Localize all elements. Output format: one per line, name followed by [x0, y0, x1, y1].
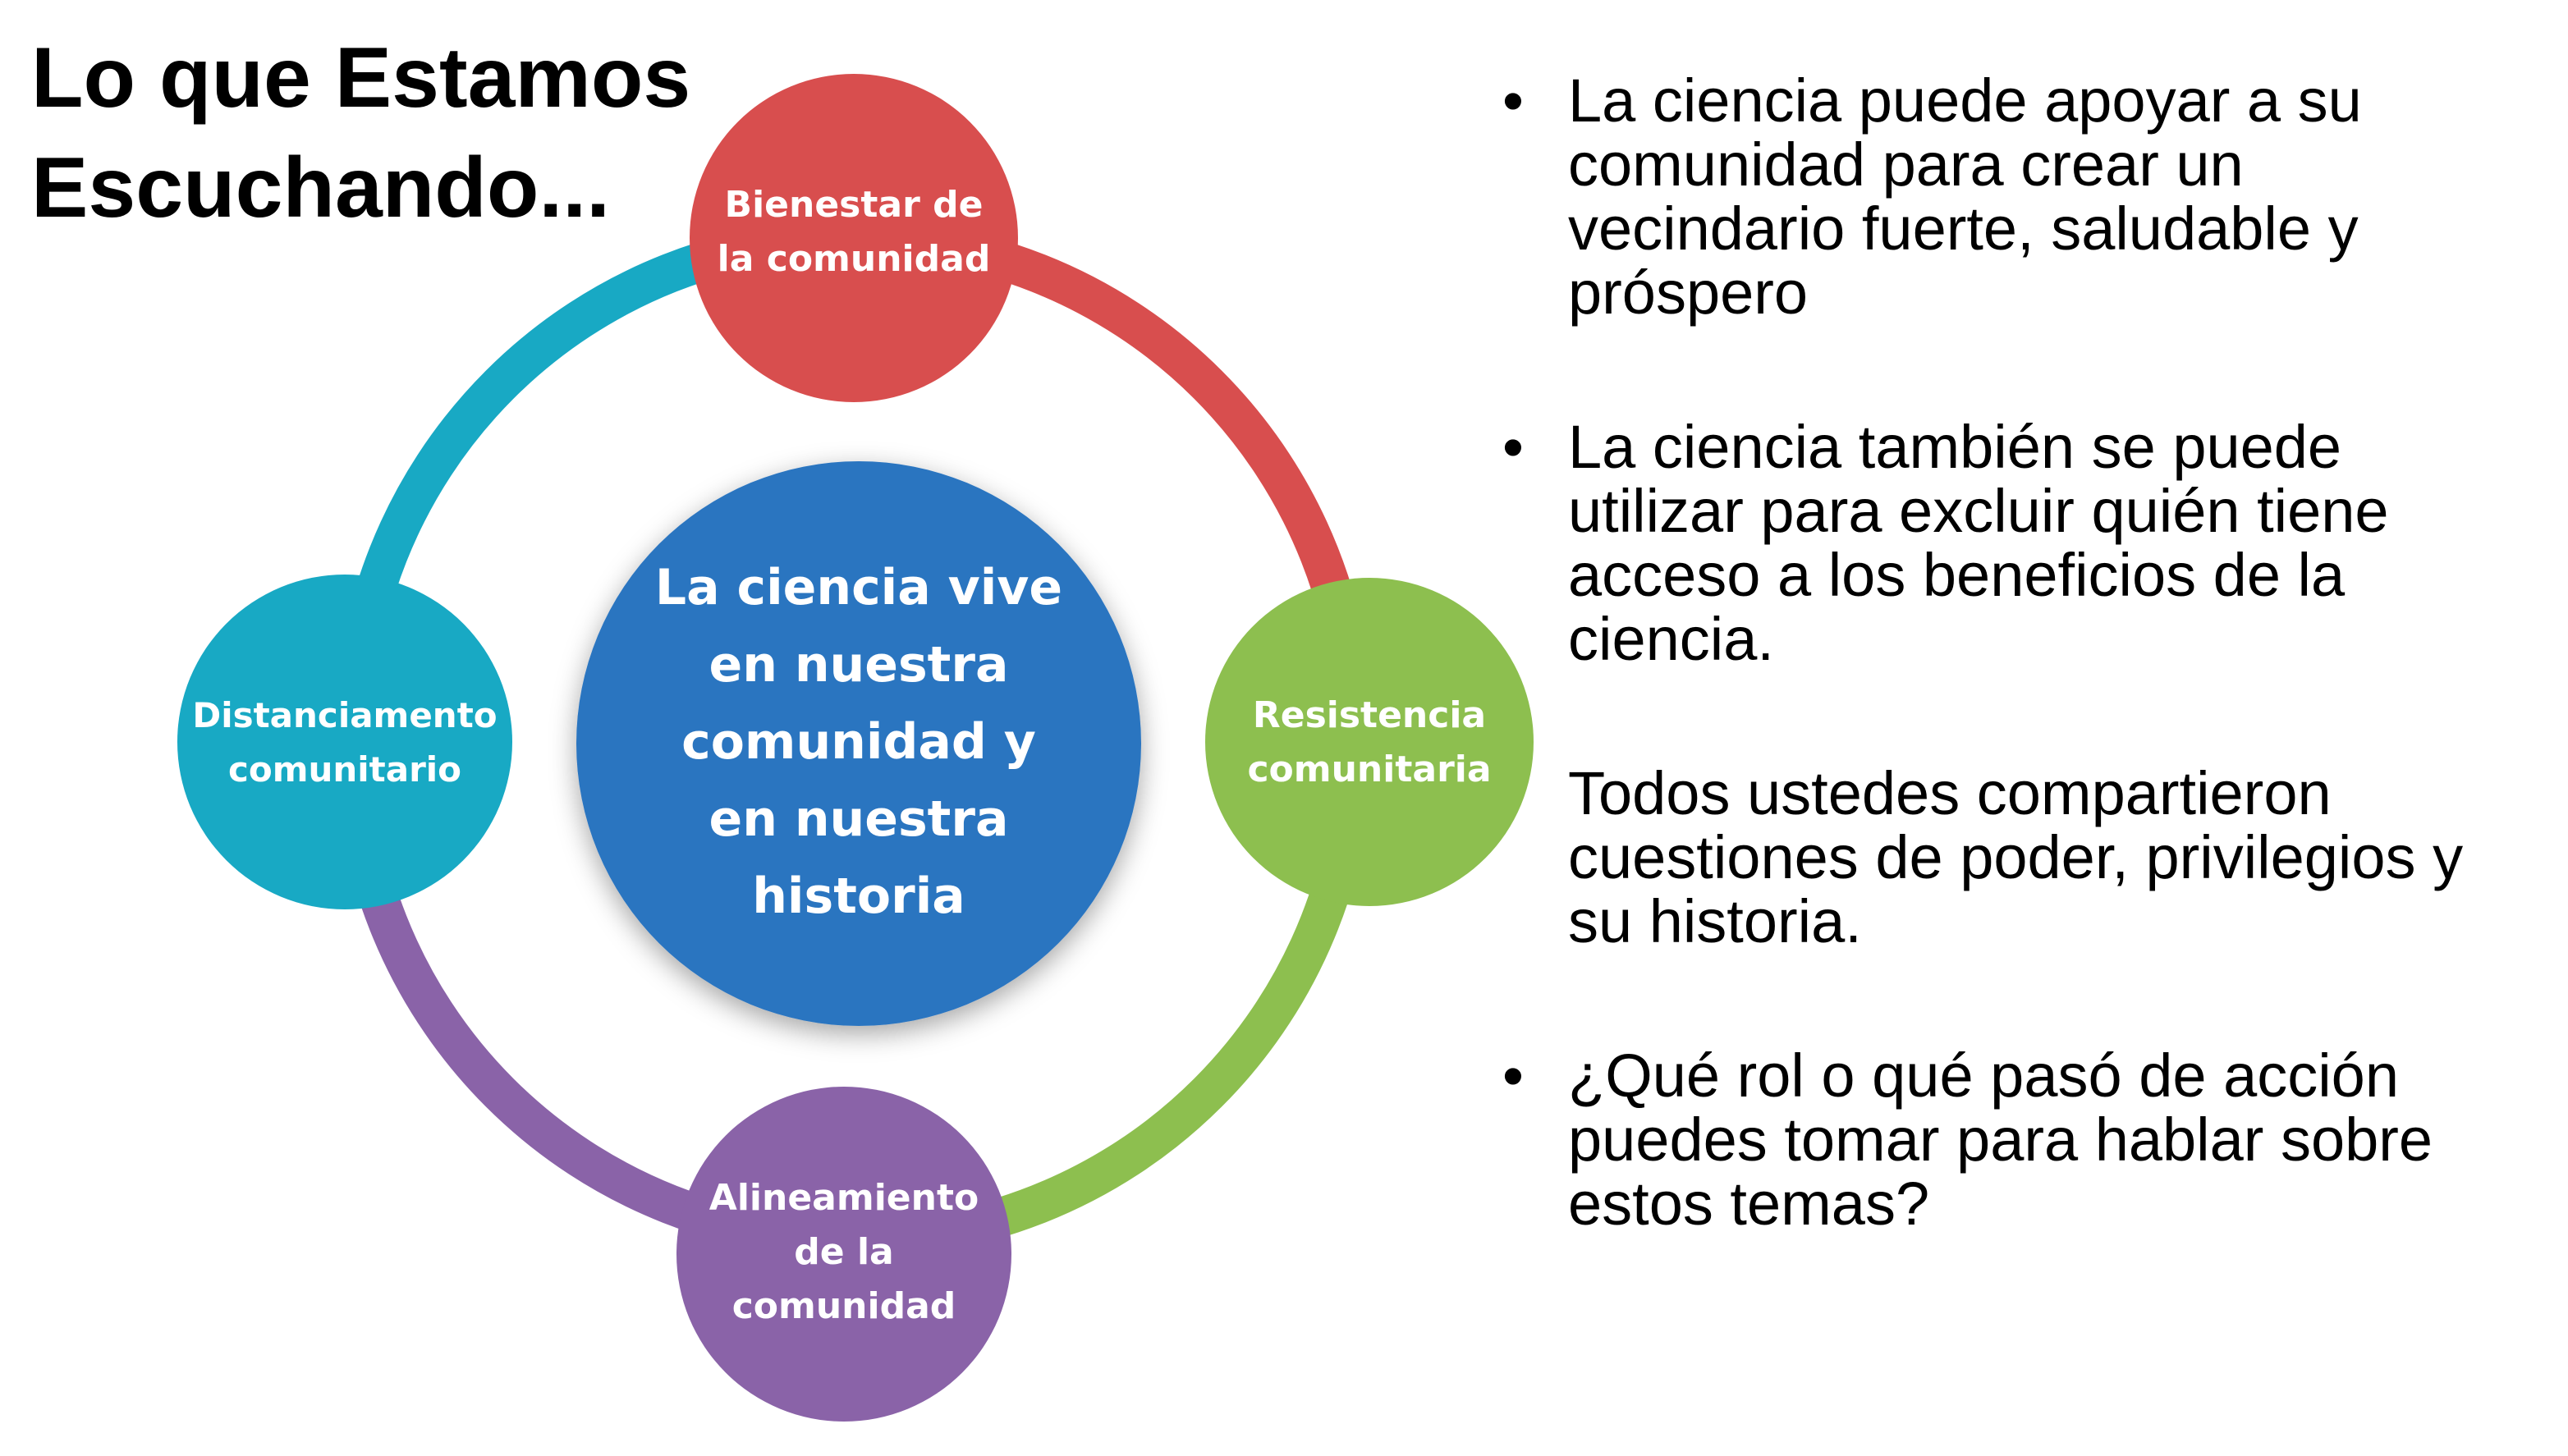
text-line: su historia.: [1568, 887, 1862, 955]
center-label-line: La ciencia vive: [655, 559, 1062, 616]
bullet-glyph: •: [1502, 66, 1524, 135]
paragraph-text: Todos ustedes compartieron cuestiones de…: [1568, 762, 2561, 954]
node-distanciamento-circle: [177, 575, 512, 909]
bullet-glyph: •: [1502, 1042, 1524, 1110]
node-resistencia: Resistencia comunitaria: [1205, 578, 1534, 906]
node-bienestar-circle: [690, 74, 1018, 402]
center-label: La ciencia vive en nuestra comunidad y e…: [655, 559, 1062, 925]
node-distanciamento: Distanciamento comunitario: [177, 575, 512, 909]
node-alineamiento-circle: [676, 1087, 1011, 1422]
node-bienestar-label-line: Bienestar de: [725, 184, 984, 226]
text-line: vecindario fuerte, saludable y: [1568, 195, 2359, 263]
text-line: ciencia.: [1568, 605, 1774, 673]
title-line-2: Escuchando...: [31, 140, 611, 236]
center-circle: [576, 461, 1141, 1026]
bullet-text: La ciencia también se puede utilizar par…: [1568, 415, 2561, 671]
bullet-item: • La ciencia también se puede utilizar p…: [1502, 415, 2561, 671]
node-alineamiento: Alineamiento de la comunidad: [676, 1087, 1011, 1422]
node-resistencia-label-line: comunitaria: [1247, 749, 1491, 790]
text-line: Todos ustedes compartieron: [1568, 759, 2332, 827]
node-bienestar-label-line: la comunidad: [718, 238, 991, 280]
bullet-item: • ¿Qué rol o qué pasó de acción puedes t…: [1502, 1044, 2561, 1236]
text-line: puedes tomar para hablar sobre: [1568, 1106, 2433, 1174]
text-panel: • La ciencia puede apoyar a su comunidad…: [1502, 69, 2561, 1326]
text-line: cuestiones de poder, privilegios y: [1568, 823, 2464, 891]
node-bienestar: Bienestar de la comunidad: [690, 74, 1018, 402]
node-alineamiento-label-line: comunidad: [732, 1285, 956, 1327]
paragraph-item: Todos ustedes compartieron cuestiones de…: [1502, 762, 2561, 954]
node-alineamiento-label-line: de la: [794, 1231, 893, 1273]
bullet-item: • La ciencia puede apoyar a su comunidad…: [1502, 69, 2561, 325]
bullet-glyph: •: [1502, 413, 1524, 481]
center-label-line: en nuestra: [709, 636, 1009, 694]
cycle-diagram: La ciencia vive en nuestra comunidad y e…: [177, 74, 1534, 1422]
text-line: ¿Qué rol o qué pasó de acción: [1568, 1042, 2399, 1110]
center-label-line: en nuestra: [709, 790, 1009, 848]
text-line: utilizar para excluir quién tiene: [1568, 477, 2389, 545]
center-label-line: comunidad y: [681, 713, 1036, 771]
node-resistencia-label-line: Resistencia: [1253, 694, 1486, 736]
bullet-text: ¿Qué rol o qué pasó de acción puedes tom…: [1568, 1044, 2561, 1236]
node-resistencia-circle: [1205, 578, 1534, 906]
node-alineamiento-label-line: Alineamiento: [709, 1177, 979, 1219]
bullet-text: La ciencia puede apoyar a su comunidad p…: [1568, 69, 2561, 325]
text-line: comunidad para crear un: [1568, 130, 2244, 199]
node-distanciamento-label-line: Distanciamento: [192, 695, 497, 735]
text-line: La ciencia también se puede: [1568, 413, 2342, 481]
slide-title: Lo que Estamos Escuchando...: [31, 23, 770, 243]
text-line: La ciencia puede apoyar a su: [1568, 66, 2362, 135]
node-distanciamento-label-line: comunitario: [228, 749, 461, 790]
text-line: estos temas?: [1568, 1170, 1930, 1238]
center-label-line: historia: [752, 868, 965, 925]
text-line: acceso a los beneficios de la: [1568, 541, 2346, 609]
text-line: próspero: [1568, 259, 1809, 327]
title-line-1: Lo que Estamos: [31, 30, 691, 126]
